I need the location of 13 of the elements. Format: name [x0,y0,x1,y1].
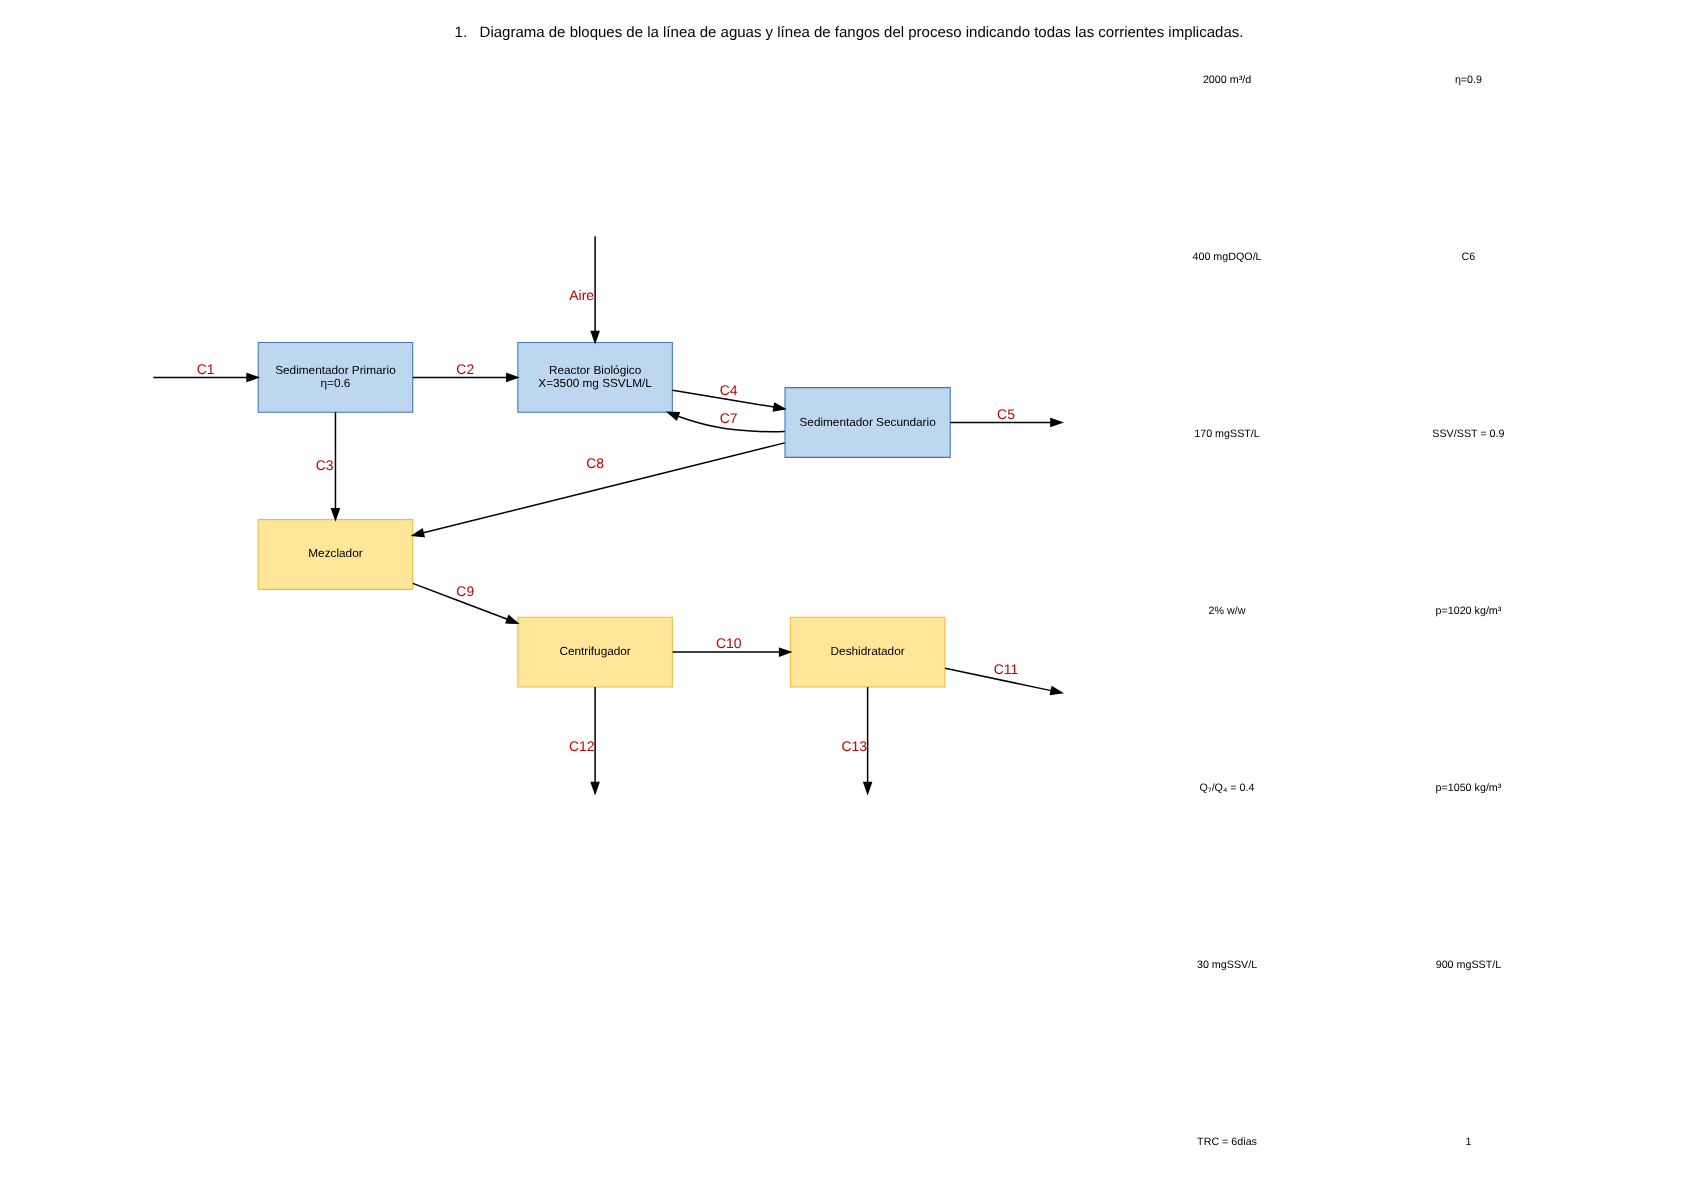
arrow [589,235,599,345]
arrow [589,686,599,796]
arrow [670,389,786,412]
arrow [948,417,1063,428]
arrow [861,686,872,796]
arrow [409,442,785,538]
arrow [411,582,519,624]
arrow [411,372,519,383]
arrow [329,411,340,522]
arrow [670,647,792,657]
arrow [943,667,1063,696]
arrow [151,372,260,383]
arrow [664,411,785,433]
